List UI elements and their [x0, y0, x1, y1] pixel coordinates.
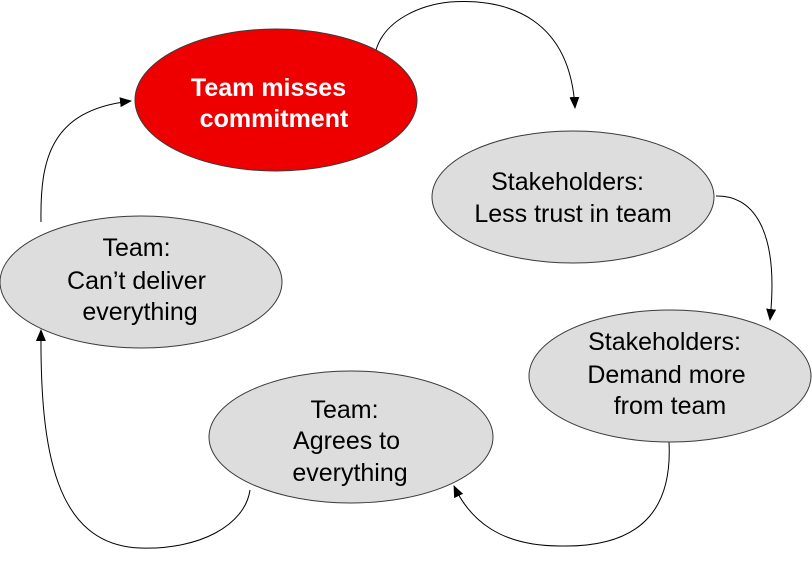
edge-less-trust-to-demand	[715, 195, 777, 321]
node-team-misses-commitment: Team misses commitment	[134, 28, 418, 172]
node-label-line: commitment	[200, 105, 349, 133]
node-label-line: everything	[292, 459, 407, 487]
node-stakeholders-less-trust: Stakeholders: Less trust in team	[431, 130, 715, 264]
edge-agrees-to-cant-deliver	[35, 329, 251, 549]
node-label-line: Demand more	[587, 361, 745, 389]
svg-text:Stakeholders: Less tru: Stakeholders: Less trust in team	[474, 168, 671, 228]
node-label-line: Less trust in team	[474, 200, 671, 228]
node-team-cant-deliver: Team: Can’t deliver everything	[0, 215, 283, 349]
node-label-line: Team:	[310, 396, 378, 424]
node-stakeholders-demand-more: Stakeholders: Demand more from team	[528, 309, 812, 443]
svg-text:Team misses commitment: Team misses commitment	[191, 74, 353, 133]
edge-cant-deliver-to-misses	[40, 97, 132, 223]
node-label-line: Stakeholders:	[588, 328, 741, 356]
svg-text:Team: Can’t deliver: Team: Can’t deliver everything	[67, 234, 213, 326]
svg-text:Stakeholders: Demand m: Stakeholders: Demand more from team	[587, 328, 752, 420]
node-team-agrees: Team: Agrees to everything	[208, 370, 494, 504]
node-label-line: Team misses	[191, 74, 346, 102]
edge-demand-to-agrees	[453, 441, 670, 547]
node-label-line: Agrees to	[293, 427, 400, 455]
node-label-line: from team	[614, 392, 727, 420]
node-label-line: Team:	[102, 234, 170, 262]
svg-text:Team: Agrees to: Team: Agrees to everything	[292, 396, 407, 487]
node-label-line: everything	[82, 298, 197, 326]
edge-misses-to-less-trust	[375, 1, 580, 109]
node-label-line: Stakeholders:	[491, 168, 644, 196]
node-label-line: Can’t deliver	[67, 267, 206, 295]
